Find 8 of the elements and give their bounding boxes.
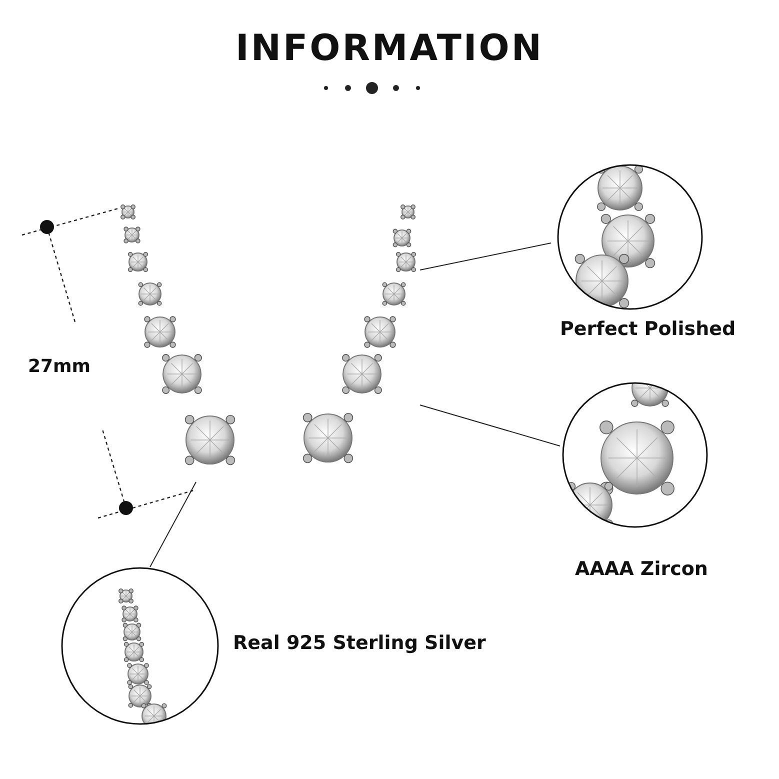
leader-line: [420, 242, 552, 270]
leader-line: [150, 482, 196, 568]
node-label: Real 925 Sterling Silver: [233, 632, 486, 654]
node-label: Perfect Polished: [560, 318, 736, 340]
leader-line: [420, 404, 560, 446]
node-label: AAAA Zircon: [575, 558, 708, 580]
title: INFORMATION: [234, 28, 544, 69]
dimension-label: 27mm: [28, 356, 91, 377]
